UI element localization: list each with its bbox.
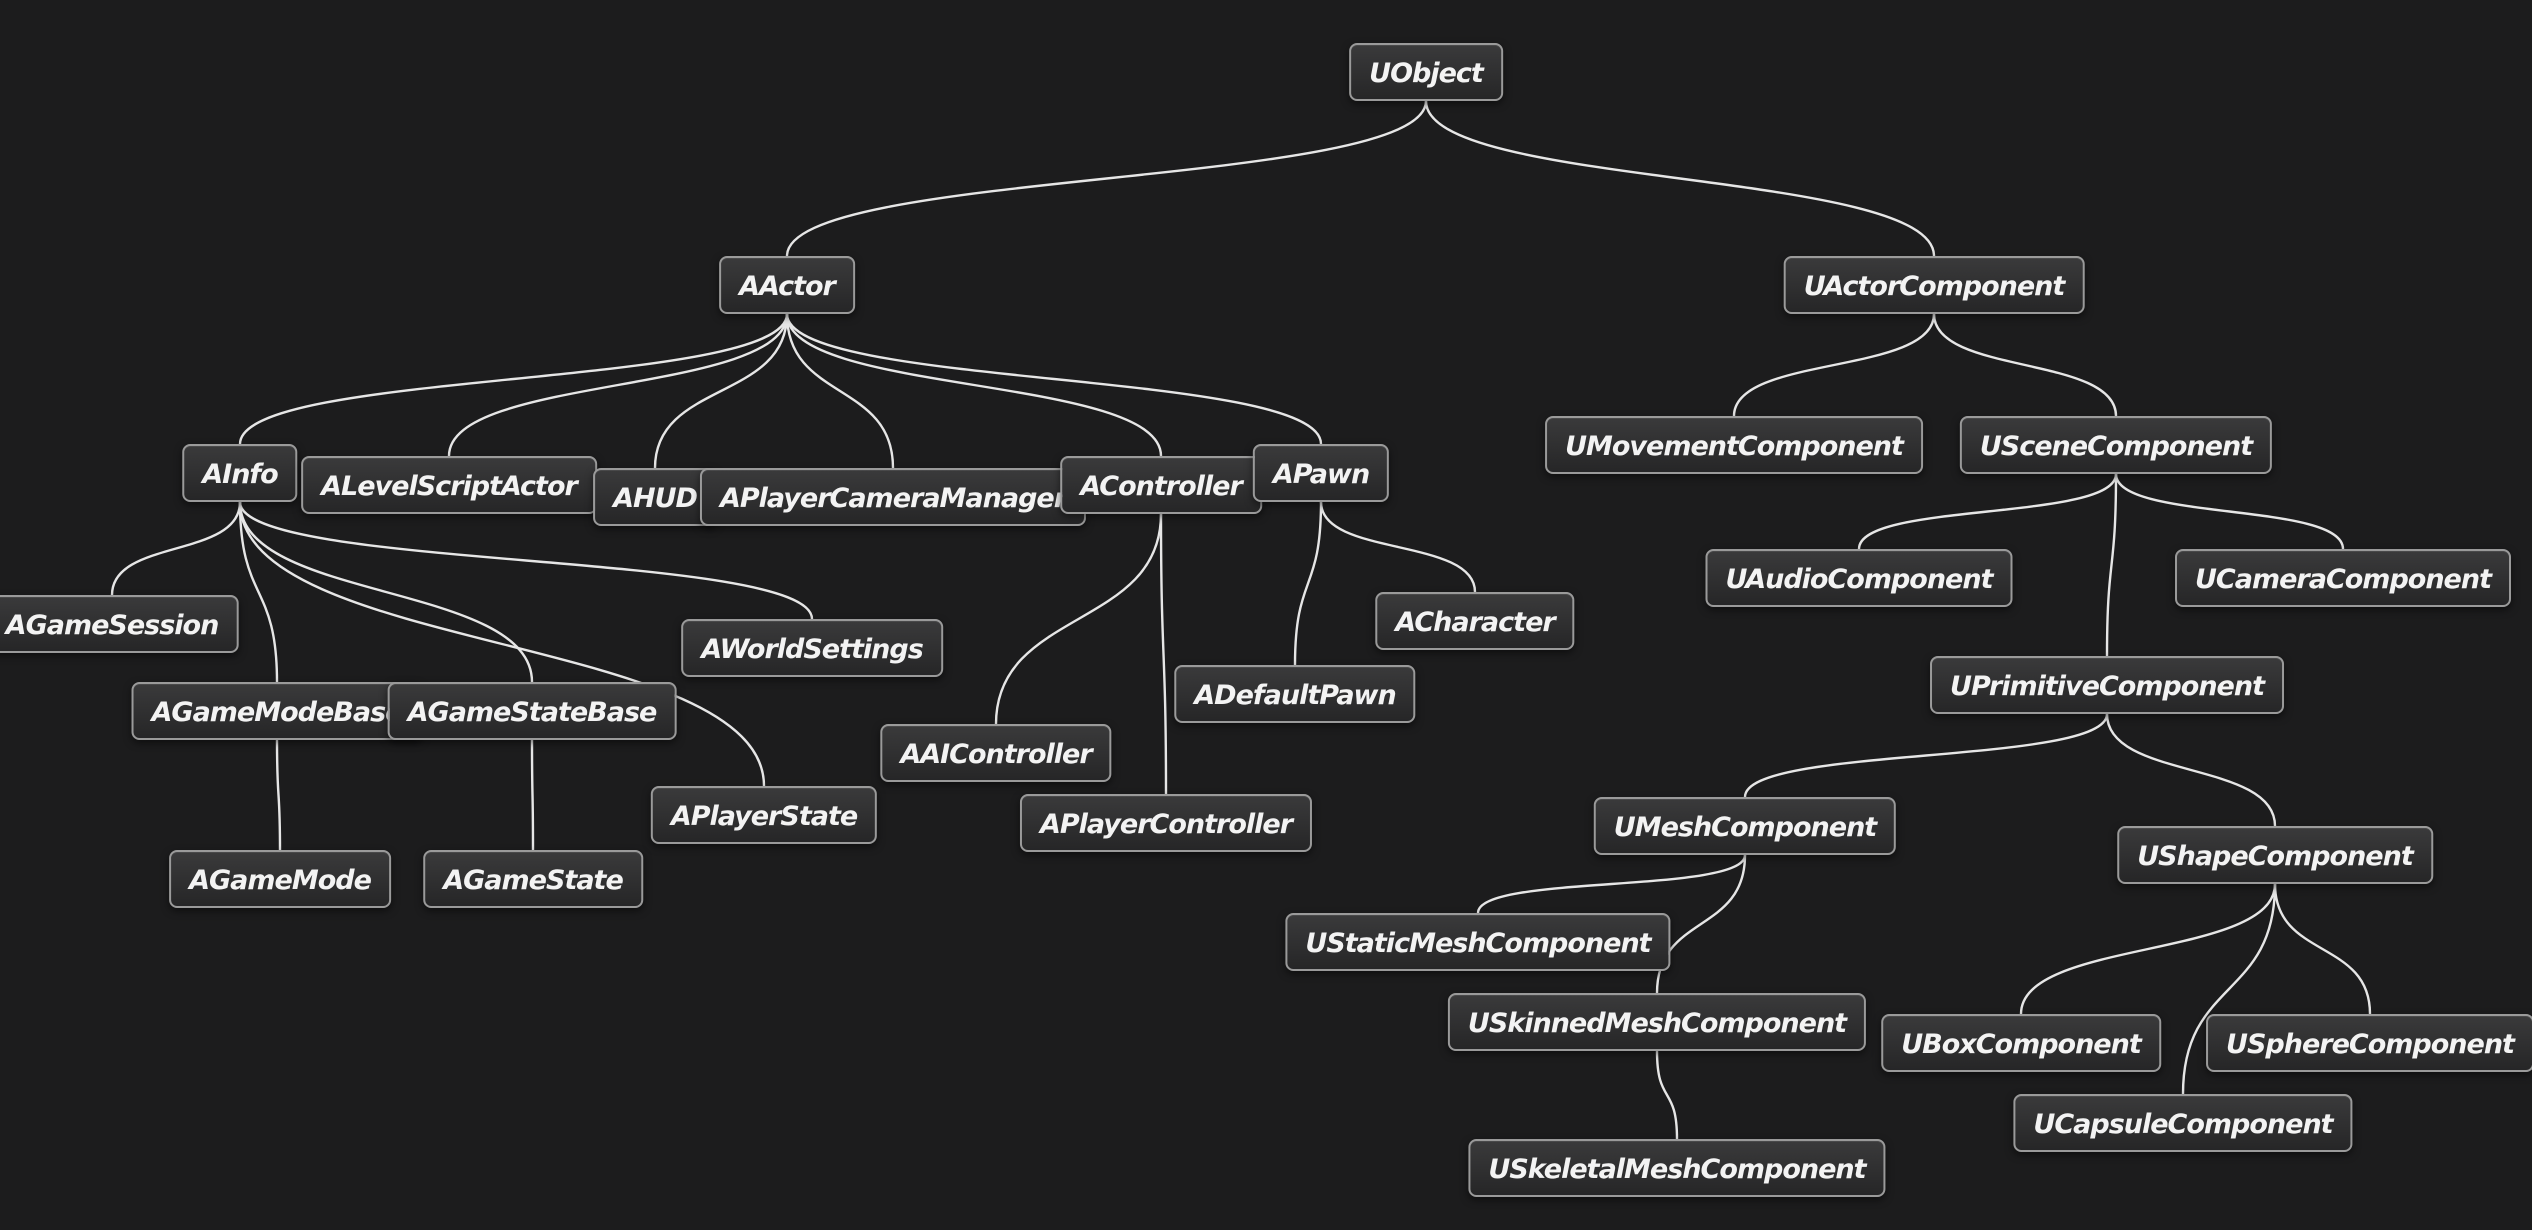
node-agamestatebase: AGameStateBase <box>387 682 677 740</box>
node-acontroller: AController <box>1060 456 1262 514</box>
node-agamestate: AGameState <box>423 850 643 908</box>
edge-umeshcomponent-ustaticmeshcomponent <box>1476 853 1747 915</box>
edge-uactorcomponent-uscenecomponent <box>1932 312 2118 418</box>
edge-uobject-uactorcomponent <box>1424 99 1936 258</box>
node-ahud: AHUD <box>593 468 717 526</box>
node-aplayercameramanager: APlayerCameraManager <box>699 468 1087 526</box>
node-umeshcomponent: UMeshComponent <box>1593 797 1897 855</box>
node-apawn: APawn <box>1252 444 1390 502</box>
node-uaudiocomponent: UAudioComponent <box>1705 549 2013 607</box>
node-uskeletalmeshcomponent: USkeletalMeshComponent <box>1468 1139 1886 1197</box>
edge-agamemodebase-agamemode <box>275 738 282 852</box>
node-aworldsettings: AWorldSettings <box>681 619 943 677</box>
node-ucapsulecomponent: UCapsuleComponent <box>2013 1094 2353 1152</box>
edge-apawn-acharacter <box>1319 500 1477 594</box>
edge-uscenecomponent-ucameracomponent <box>2114 472 2345 551</box>
edge-uscenecomponent-uprimitivecomponent <box>2105 472 2118 658</box>
node-aaicontroller: AAIController <box>880 724 1112 782</box>
node-uactorcomponent: UActorComponent <box>1783 256 2085 314</box>
node-ustaticmeshcomponent: UStaticMeshComponent <box>1285 913 1671 971</box>
edge-acontroller-aplayercontroller <box>1159 512 1168 796</box>
node-uobject: UObject <box>1349 43 1503 101</box>
node-agamemode: AGameMode <box>169 850 391 908</box>
edge-aactor-ahud <box>653 312 789 470</box>
node-aactor: AActor <box>719 256 855 314</box>
node-ucameracomponent: UCameraComponent <box>2175 549 2511 607</box>
node-agamesession: AGameSession <box>0 595 239 653</box>
node-aplayercontroller: APlayerController <box>1019 794 1313 852</box>
edge-uprimitivecomponent-ushapecomponent <box>2105 712 2277 828</box>
node-alevelscriptactor: ALevelScriptActor <box>301 456 597 514</box>
node-uskinnedmeshcomponent: USkinnedMeshComponent <box>1447 993 1867 1051</box>
node-agamemodebase: AGameModeBase <box>131 682 423 740</box>
edge-ushapecomponent-uboxcomponent <box>2019 882 2277 1016</box>
edge-acontroller-aaicontroller <box>994 512 1163 726</box>
edge-uactorcomponent-umovementcomponent <box>1732 312 1936 418</box>
edge-ushapecomponent-ucapsulecomponent <box>2181 882 2277 1096</box>
edge-ainfo-agamemodebase <box>238 500 279 684</box>
node-uboxcomponent: UBoxComponent <box>1881 1014 2161 1072</box>
edge-uskinnedmeshcomponent-uskeletalmeshcomponent <box>1655 1049 1679 1141</box>
edge-ushapecomponent-uspherecomponent <box>2273 882 2372 1016</box>
edge-ainfo-aworldsettings <box>238 500 814 621</box>
edge-apawn-adefaultpawn <box>1293 500 1323 667</box>
edge-aactor-ainfo <box>238 312 789 446</box>
node-aplayerstate: APlayerState <box>650 786 878 844</box>
edge-aactor-aplayercameramanager <box>785 312 895 470</box>
edge-uscenecomponent-uaudiocomponent <box>1857 472 2118 551</box>
edge-aactor-alevelscriptactor <box>447 312 789 458</box>
node-ushapecomponent: UShapeComponent <box>2117 826 2433 884</box>
node-uscenecomponent: USceneComponent <box>1959 416 2273 474</box>
edge-ainfo-aplayerstate <box>238 500 766 788</box>
edge-uprimitivecomponent-umeshcomponent <box>1743 712 2109 799</box>
edge-agamestatebase-agamestate <box>530 738 535 852</box>
edge-ainfo-agamesession <box>110 500 242 597</box>
node-uspherecomponent: USphereComponent <box>2206 1014 2532 1072</box>
edge-aactor-apawn <box>785 312 1323 446</box>
node-adefaultpawn: ADefaultPawn <box>1174 665 1416 723</box>
node-acharacter: ACharacter <box>1375 592 1575 650</box>
node-umovementcomponent: UMovementComponent <box>1545 416 1923 474</box>
edge-aactor-acontroller <box>785 312 1163 458</box>
node-uprimitivecomponent: UPrimitiveComponent <box>1930 656 2284 714</box>
node-ainfo: AInfo <box>182 444 298 502</box>
edge-uobject-aactor <box>785 99 1428 258</box>
